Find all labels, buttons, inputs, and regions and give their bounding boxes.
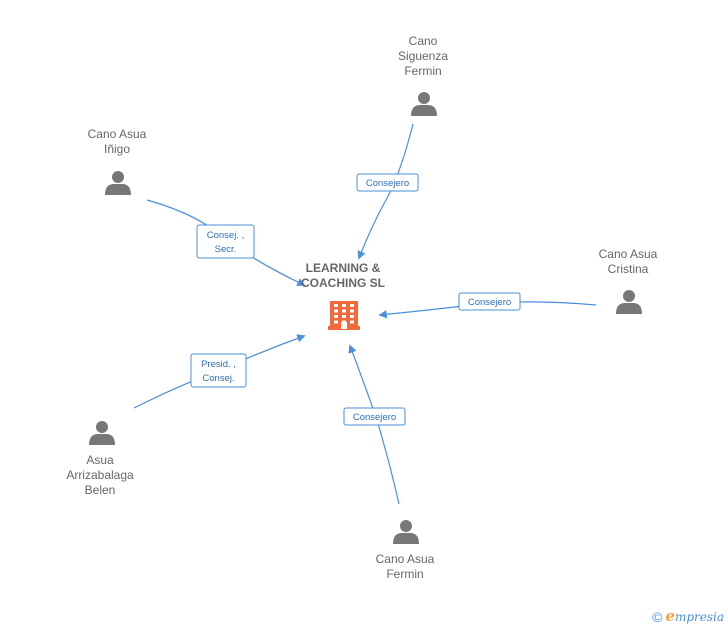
person-name-line: Cano Asua [599,247,658,261]
role-badge[interactable]: Consejero [458,292,521,311]
person-icon [616,290,642,314]
role-text-line: Consej. [202,373,234,384]
role-badge[interactable]: Consej. , Secr. [196,224,255,259]
role-badge[interactable]: Presid. , Consej. [190,353,247,388]
person-name-line: Cano Asua [376,552,435,566]
footer: © empresia [652,607,724,626]
person-name-line: Siguenza [398,49,448,63]
building-icon [328,301,360,330]
role-text: Consejero [353,412,396,423]
person-name-line: Asua [86,453,114,467]
person-name-line: Cano [409,34,438,48]
role-text: Consej. , Secr. [207,230,245,255]
role-badge[interactable]: Consejero [343,407,406,426]
role-badge-box [356,173,419,192]
person-name-line: Belen [85,483,116,497]
person-name-line: Arrizabalaga [66,468,134,482]
role-text: Consejero [468,297,511,308]
company-name-line: COACHING SL [301,276,385,290]
brand-name: mpresia [674,610,724,624]
role-text-line: Consejero [468,297,511,308]
person-icon [89,421,115,445]
role-text: Presid. , Consej. [201,359,236,384]
role-badge-box [343,407,406,426]
company-name: LEARNING &COACHING SL [301,261,385,290]
copyright-icon: © [652,608,663,625]
person-icon [105,171,131,195]
role-badge-box [458,292,521,311]
person-icon [393,520,419,544]
person-icon [411,92,437,116]
person-name-line: Fermin [404,64,441,78]
person-name-line: Cano Asua [88,127,147,141]
edge-cano-siguenza [357,123,414,260]
role-text-line: Presid. , [201,359,236,370]
role-badge-box [190,353,247,388]
role-text-line: Consej. , [207,230,245,241]
person-name-line: Cristina [608,262,649,276]
brand-initial: e [665,607,675,625]
brand-logo[interactable]: empresia [665,607,724,626]
person-name-line: Fermin [386,567,423,581]
role-badge-box [196,224,255,259]
person-name-line: Iñigo [104,142,130,156]
role-text-line: Secr. [215,244,237,255]
role-text-line: Consejero [353,412,396,423]
role-badge[interactable]: Consejero [356,173,419,192]
company-node[interactable]: LEARNING &COACHING SL [301,261,385,330]
company-name-line: LEARNING & [306,261,381,275]
role-text: Consejero [366,178,409,189]
role-text-line: Consejero [366,178,409,189]
